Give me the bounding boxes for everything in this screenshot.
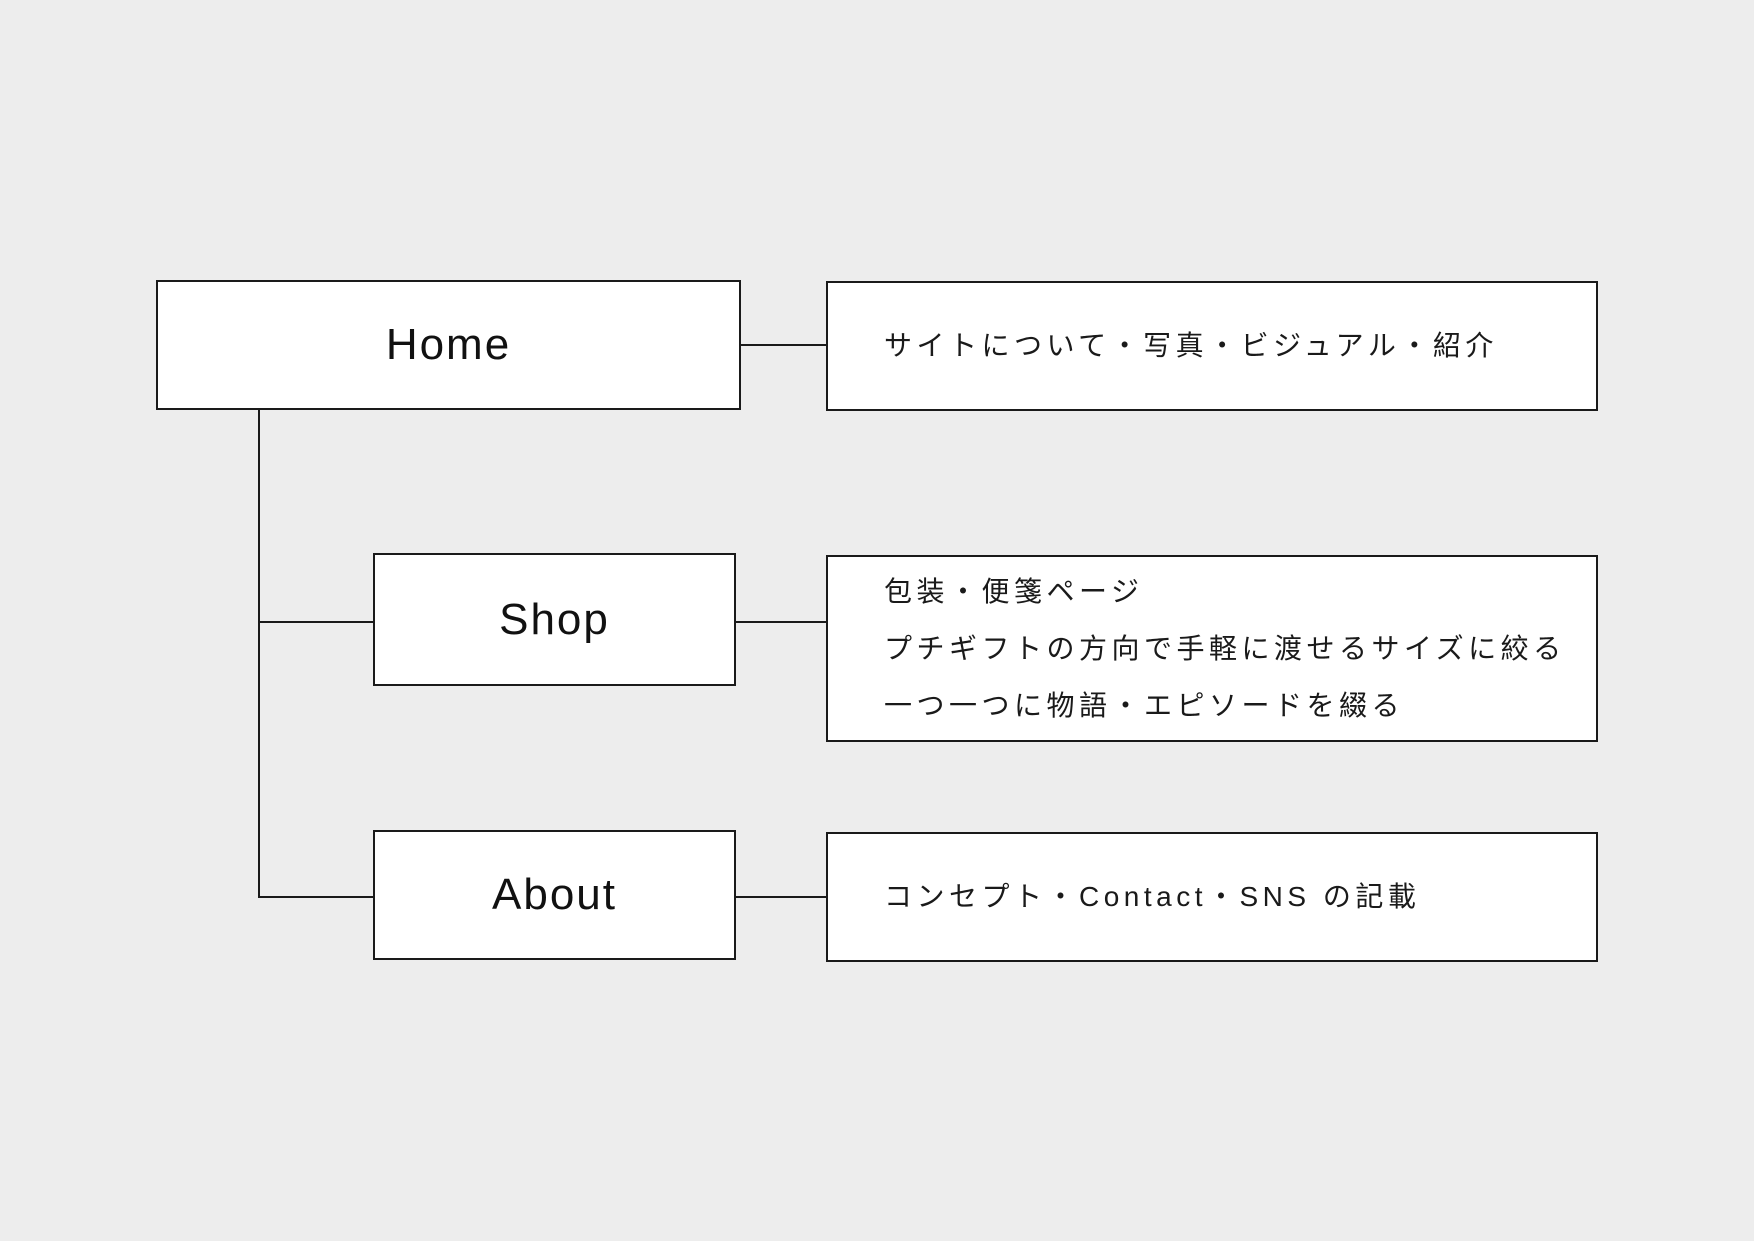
node-shop-description-line-3: 一つ一つに物語・エピソードを綴る xyxy=(884,690,1405,721)
node-shop-label: Shop xyxy=(499,594,610,644)
node-home-description-text: サイトについて・写真・ビジュアル・紹介 xyxy=(884,330,1498,361)
connector-trunk-to-shop xyxy=(258,621,373,623)
node-shop[interactable]: Shop xyxy=(373,553,736,686)
node-about-description-box[interactable]: コンセプト・Contact・SNS の記載 xyxy=(826,832,1598,962)
node-about-description-text: コンセプト・Contact・SNS の記載 xyxy=(884,881,1421,912)
connector-about-to-description xyxy=(736,896,826,898)
node-home-label: Home xyxy=(385,320,512,369)
node-shop-description-box[interactable]: 包装・便箋ページ プチギフトの方向で手軽に渡せるサイズに絞る 一つ一つに物語・エ… xyxy=(826,555,1598,742)
connector-trunk-to-about xyxy=(258,896,373,898)
node-shop-description-line-1: 包装・便箋ページ xyxy=(884,576,1144,607)
connector-trunk xyxy=(258,409,260,898)
node-about-label: About xyxy=(492,870,617,919)
node-home[interactable]: Home xyxy=(156,280,741,410)
node-about[interactable]: About xyxy=(373,830,736,960)
node-shop-description-line-2: プチギフトの方向で手軽に渡せるサイズに絞る xyxy=(884,633,1566,664)
connector-home-to-description xyxy=(741,344,826,346)
node-home-description-box[interactable]: サイトについて・写真・ビジュアル・紹介 xyxy=(826,281,1598,411)
connector-shop-to-description xyxy=(736,621,826,623)
